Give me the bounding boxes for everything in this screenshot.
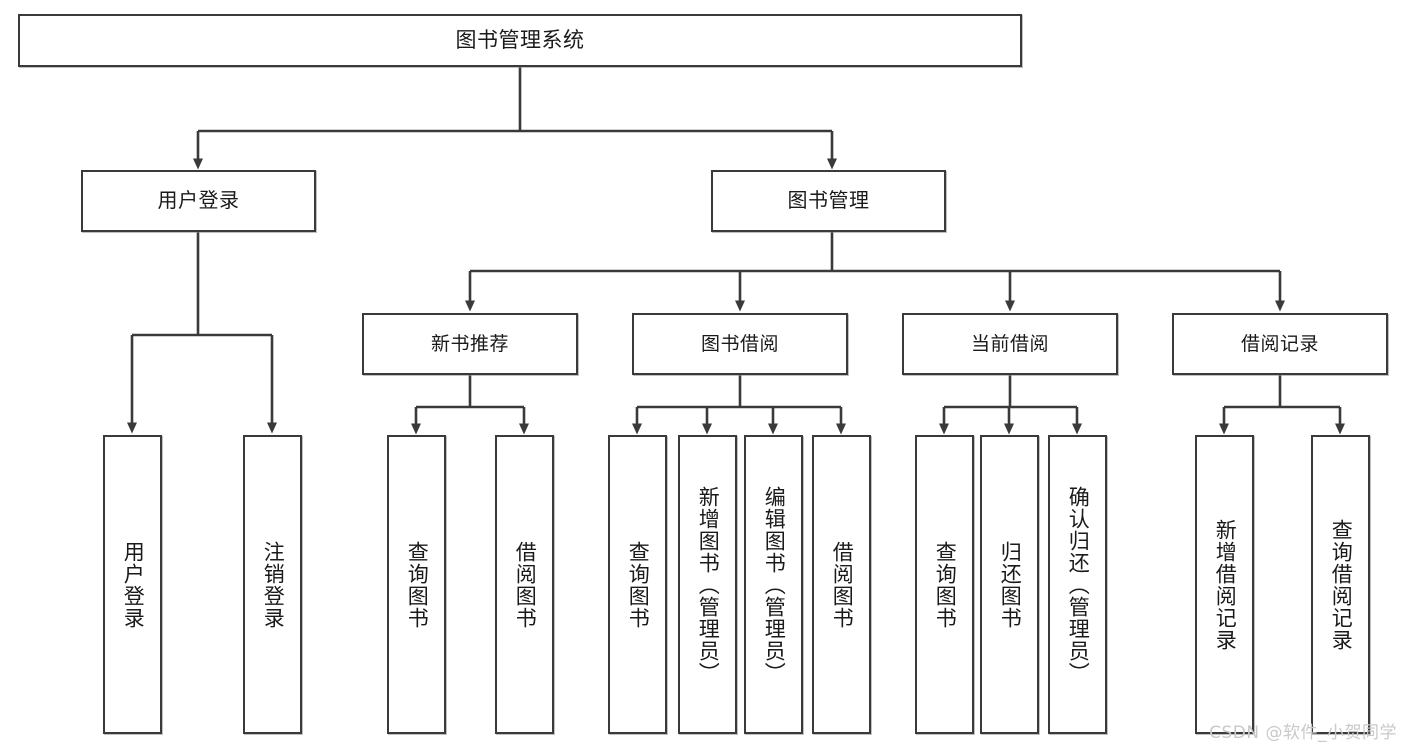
node-label: 用户登录 — [157, 188, 240, 213]
leaf-add-borrow-record[interactable]: 新增借阅记录 — [1195, 435, 1254, 734]
node-book-management[interactable]: 图书管理 — [711, 170, 946, 232]
leaf-return-book[interactable]: 归还图书 — [980, 435, 1039, 734]
node-label: 查询图书 — [933, 540, 958, 629]
node-label: 图书管理系统 — [455, 28, 585, 53]
leaf-logout[interactable]: 注销登录 — [243, 435, 302, 734]
node-label: 借阅图书 — [830, 540, 855, 629]
node-current-borrow[interactable]: 当前借阅 — [902, 313, 1118, 375]
node-label: 当前借阅 — [970, 332, 1049, 355]
node-label: 新增借阅记录 — [1213, 518, 1238, 651]
leaf-query-borrow-record[interactable]: 查询借阅记录 — [1311, 435, 1370, 734]
watermark-text: CSDN @软件_小贺同学 — [1209, 723, 1397, 743]
node-label: 编辑图书（管理员） — [762, 485, 787, 684]
node-label: 确认归还（管理员） — [1066, 485, 1091, 684]
leaf-borrow-book-recommend[interactable]: 借阅图书 — [495, 435, 554, 734]
node-user-login[interactable]: 用户登录 — [81, 170, 316, 232]
leaf-edit-book-admin[interactable]: 编辑图书（管理员） — [744, 435, 803, 734]
node-label: 借阅图书 — [513, 540, 538, 629]
leaf-confirm-return-admin[interactable]: 确认归还（管理员） — [1048, 435, 1107, 734]
node-label: 新书推荐 — [430, 332, 509, 355]
node-label: 用户登录 — [121, 540, 146, 629]
leaf-add-book-admin[interactable]: 新增图书（管理员） — [678, 435, 737, 734]
node-label: 归还图书 — [998, 540, 1023, 629]
node-label: 查询借阅记录 — [1329, 518, 1354, 651]
node-borrow-records[interactable]: 借阅记录 — [1172, 313, 1388, 375]
node-label: 新增图书（管理员） — [696, 485, 721, 684]
leaf-query-book-recommend[interactable]: 查询图书 — [387, 435, 446, 734]
node-label: 查询图书 — [405, 540, 430, 629]
node-book-borrow[interactable]: 图书借阅 — [632, 313, 848, 375]
node-label: 借阅记录 — [1240, 332, 1319, 355]
node-label: 图书管理 — [787, 188, 870, 213]
leaf-user-login[interactable]: 用户登录 — [103, 435, 162, 734]
node-root-book-management-system[interactable]: 图书管理系统 — [18, 14, 1022, 67]
node-label: 查询图书 — [626, 540, 651, 629]
node-label: 图书借阅 — [700, 332, 779, 355]
node-label: 注销登录 — [261, 540, 286, 629]
leaf-query-book-current[interactable]: 查询图书 — [915, 435, 974, 734]
leaf-query-book-borrow[interactable]: 查询图书 — [608, 435, 667, 734]
node-new-book-recommend[interactable]: 新书推荐 — [362, 313, 578, 375]
leaf-borrow-book[interactable]: 借阅图书 — [812, 435, 871, 734]
